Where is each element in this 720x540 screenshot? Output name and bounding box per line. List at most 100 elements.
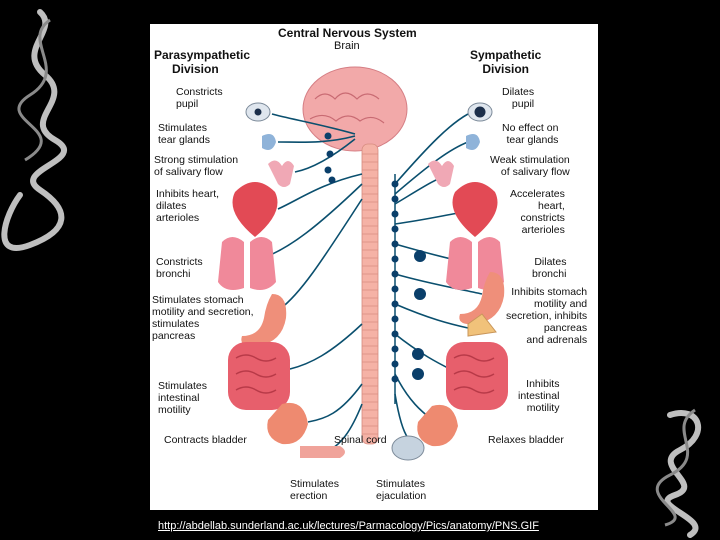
parasympathetic-effect-label-line: bronchi xyxy=(156,268,191,280)
parasympathetic-effect-label-line: Constricts xyxy=(176,86,223,98)
parasympathetic-header: Parasympathetic Division xyxy=(154,48,250,76)
ganglion-node xyxy=(412,348,424,360)
nerve-fiber xyxy=(394,211,466,225)
sympathetic-effect-label-line: Weak stimulation xyxy=(490,154,570,166)
ganglion-node xyxy=(391,285,399,293)
ganglion-node xyxy=(324,132,332,140)
parasympathetic-effect-label-line: stimulates xyxy=(152,318,200,330)
parasympathetic-effect-label-line: motility and secretion, xyxy=(152,306,254,318)
sympathetic-effect-label: Relaxes bladder xyxy=(488,434,564,446)
ganglion-node xyxy=(412,368,424,380)
nerve-fiber xyxy=(271,113,356,135)
spinal-cord-label: Spinal cord xyxy=(334,434,387,446)
ganglion-node xyxy=(391,270,399,278)
brain-label: Brain xyxy=(334,40,360,52)
decorative-squiggle-left xyxy=(1,9,67,251)
sympathetic-effect-label-line: Inhibits stomach xyxy=(511,286,588,298)
sympathetic-effect-label-line: constricts xyxy=(520,212,565,224)
sympathetic-effect-label-line: Relaxes bladder xyxy=(488,434,564,446)
ganglion-node xyxy=(391,345,399,353)
sympathetic-effect-label-line: Inhibits xyxy=(526,378,560,390)
ejaculation-label: Stimulates ejaculation xyxy=(376,478,426,502)
source-link[interactable]: http://abdellab.sunderland.ac.uk/lecture… xyxy=(158,520,539,532)
ganglion-node xyxy=(324,166,332,174)
nerve-fiber xyxy=(394,113,469,185)
parasympathetic-effect-label-line: Stimulates xyxy=(158,380,208,392)
ganglion-node xyxy=(328,176,336,184)
ganglion-node xyxy=(391,195,399,203)
sympathetic-effect-label-line: and adrenals xyxy=(526,334,588,346)
ganglion-node xyxy=(391,225,399,233)
right-stomach-icon xyxy=(459,272,505,325)
ganglion-node xyxy=(391,180,399,188)
parasympathetic-effect-label-line: Strong stimulation xyxy=(154,154,239,166)
sympathetic-effect-label-line: Dilates xyxy=(534,256,567,268)
sympathetic-effect-label-line: heart, xyxy=(538,200,565,212)
ganglion-node xyxy=(391,255,399,263)
sympathetic-effect-label-line: secretion, inhibits xyxy=(506,310,588,322)
nerve-fiber xyxy=(277,173,363,210)
penis-icon xyxy=(300,446,345,458)
diagram-title: Central Nervous System xyxy=(278,26,417,40)
parasympathetic-effect-label-line: motility xyxy=(158,404,191,416)
right-salivary-gland-icon xyxy=(428,160,454,187)
nervous-system-diagram: Central Nervous System Brain Parasympath… xyxy=(150,24,598,510)
right-tear-gland-icon xyxy=(466,134,480,150)
ganglion-node xyxy=(391,210,399,218)
nerve-fiber xyxy=(394,141,469,195)
parasympathetic-effect-label-line: of salivary flow xyxy=(154,166,223,178)
spinal-cord-shape xyxy=(361,143,379,445)
parasympathetic-effect-label-line: dilates xyxy=(156,200,187,212)
ganglion-node xyxy=(391,375,399,383)
left-tear-gland-icon xyxy=(262,134,276,150)
sympathetic-effect-label-line: Accelerates xyxy=(510,188,565,200)
ganglion-node xyxy=(391,360,399,368)
sympathetic-effect-label-line: motility xyxy=(526,402,560,414)
parasympathetic-effect-label-line: tear glands xyxy=(158,134,210,146)
parasympathetic-header-line: Division xyxy=(172,62,219,76)
erection-label-line: Stimulates xyxy=(290,478,340,490)
pancreas-adrenal-icon xyxy=(467,313,497,337)
right-bladder-icon xyxy=(417,404,458,447)
parasympathetic-effect-label: Contracts bladder xyxy=(164,434,247,446)
ganglion-node xyxy=(326,150,334,158)
parasympathetic-effect-label-line: Constricts xyxy=(156,256,203,268)
nerve-fiber xyxy=(394,303,469,329)
sympathetic-header: Sympathetic Division xyxy=(470,48,541,76)
nerve-fiber xyxy=(394,273,483,295)
sympathetic-header-line: Division xyxy=(482,62,530,76)
left-heart-icon xyxy=(232,182,278,237)
testis-icon xyxy=(391,435,425,461)
parasympathetic-effect-label-line: Stimulates xyxy=(158,122,208,134)
erection-label: Stimulates erection xyxy=(290,478,339,502)
sympathetic-effect-label-line: No effect on xyxy=(502,122,559,134)
ganglion-node xyxy=(391,300,399,308)
ganglion-node xyxy=(414,288,426,300)
ganglion-node xyxy=(391,330,399,338)
sympathetic-effect-label-line: bronchi xyxy=(532,268,567,280)
sympathetic-effect-label-line: tear glands xyxy=(506,134,559,146)
parasympathetic-effect-label-line: Inhibits heart, xyxy=(156,188,220,200)
ganglion-node xyxy=(414,250,426,262)
ganglion-node xyxy=(391,240,399,248)
nerve-fiber xyxy=(294,138,356,173)
sympathetic-effect-label-line: arterioles xyxy=(521,224,565,236)
nerve-fiber xyxy=(394,393,409,439)
sympathetic-effect-label-line: pupil xyxy=(511,98,535,110)
nerve-fiber xyxy=(307,383,363,423)
nerve-fiber xyxy=(289,323,363,370)
parasympathetic-effect-label-line: Contracts bladder xyxy=(164,434,247,446)
parasympathetic-effect-label-line: pancreas xyxy=(152,330,196,342)
ejaculation-label-line: Stimulates xyxy=(376,478,426,490)
erection-label-line: erection xyxy=(290,490,328,502)
